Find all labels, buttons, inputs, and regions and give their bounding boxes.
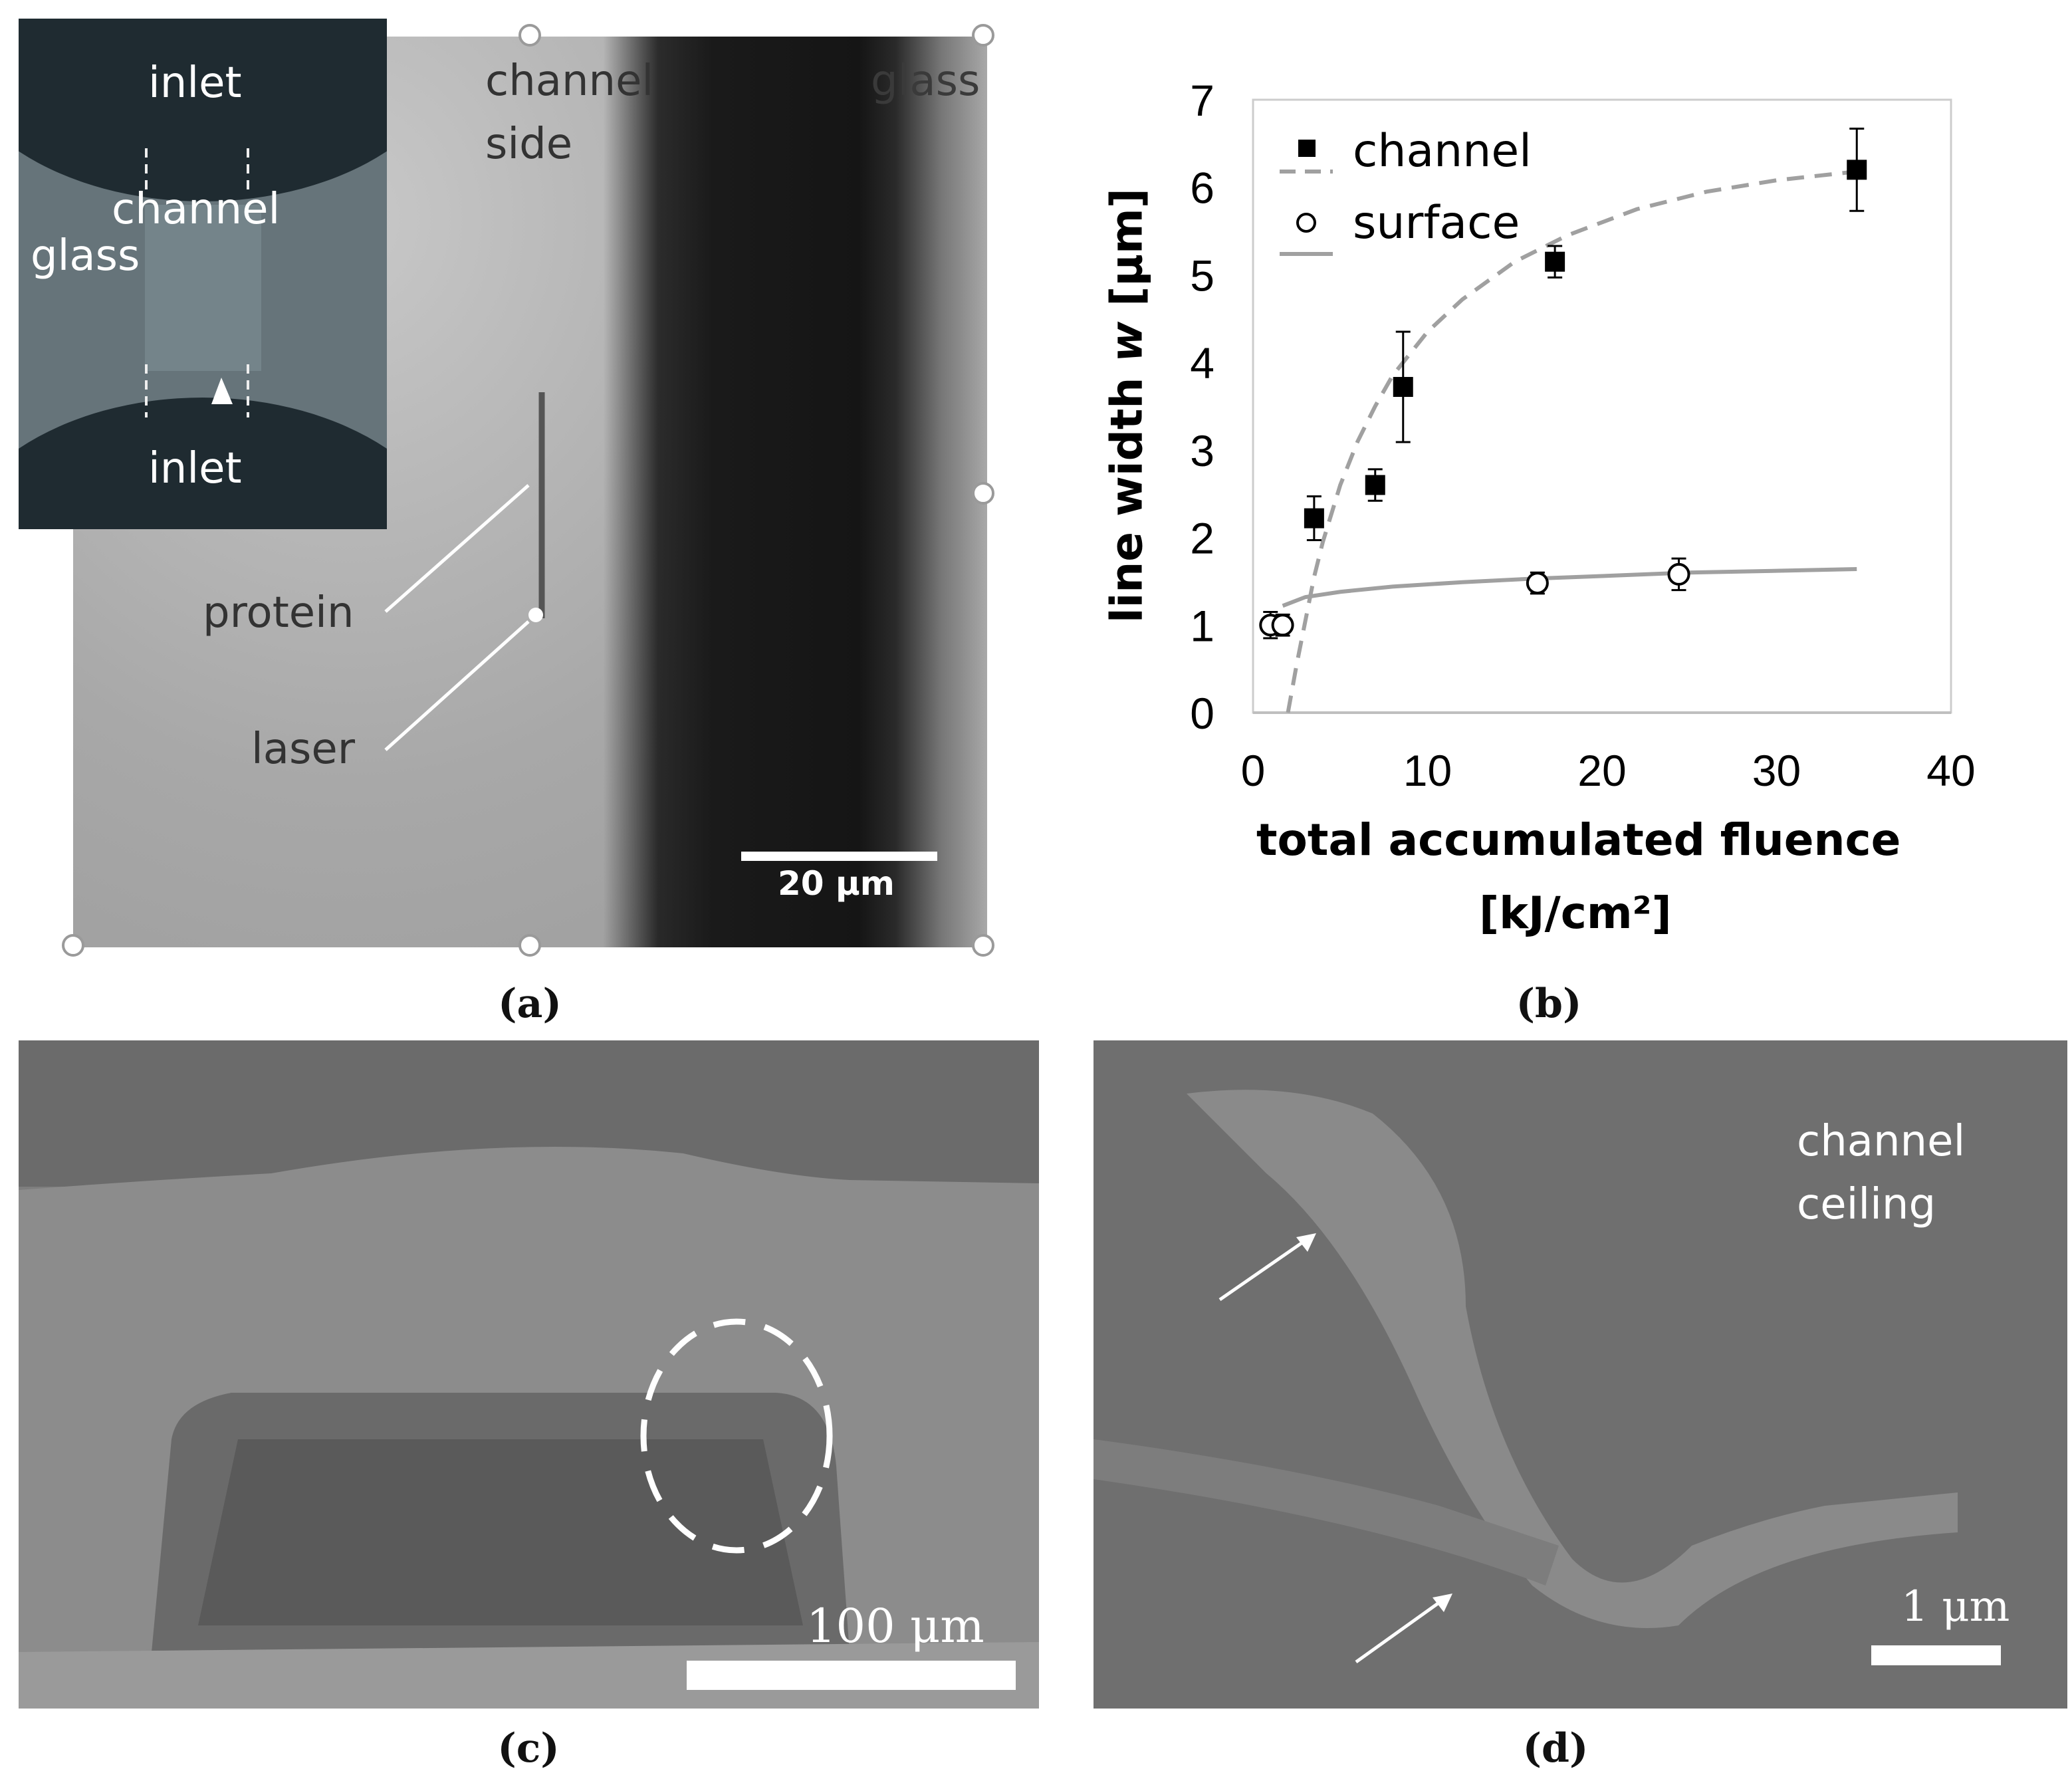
y-tick-label: 1 [1190,601,1214,650]
label-channel-ceiling-line2: ceiling [1797,1180,1936,1229]
y-tick-label: 4 [1190,338,1214,388]
label-channel-side-line1: channel [485,57,654,106]
y-tick-label: 0 [1190,689,1214,738]
x-tick-label: 30 [1752,746,1801,795]
y-tick-label: 6 [1190,164,1214,213]
selection-handle[interactable] [972,934,994,957]
caption-a: (a) [498,981,562,1027]
arrowhead-marker [211,378,233,404]
label-channel-side-line2: side [485,120,573,169]
y-axis-label: line width w [μm] [1101,188,1153,623]
label-glass: glass [871,57,980,106]
scalebar-c-label: 100 μm [806,1599,984,1653]
arrow-upper [1218,1238,1308,1302]
y-tick-label: 5 [1190,251,1214,300]
y-tick-label: 2 [1190,514,1214,563]
label-protein: protein [203,588,354,638]
y-tick-label: 7 [1190,76,1214,125]
panel-a-overlay [384,392,937,861]
inset-label-glass: glass [31,231,140,281]
fit-line-surface [1282,566,1857,608]
x-tick-label: 20 [1577,746,1626,795]
legend-marker-channel [1298,140,1316,157]
inlet-bottom-shape [19,398,387,529]
panel-c-sem-image: 100 μm [19,1040,1039,1709]
panel-d-sem-image: channel ceiling 1 μm [1094,1040,2067,1709]
y-axis-label-var: w [1101,321,1153,362]
scalebar-a-label: 20 μm [778,864,895,903]
x-tick-label: 0 [1241,746,1266,795]
inlet-top-shape [19,19,387,201]
region-of-interest-circle [640,1318,833,1554]
inset-graphic [19,19,387,529]
data-point-channel [1393,377,1413,398]
inset-label-inlet-bottom: inlet [148,444,242,493]
caption-c: (c) [497,1725,560,1772]
y-axis-label-prefix: line width [1101,362,1153,623]
panel-a-inset: inlet channel glass inlet [19,19,387,529]
selection-handle[interactable] [518,24,541,47]
legend-marker-surface [1296,213,1316,233]
selection-handle[interactable] [972,24,994,47]
label-channel-ceiling-line1: channel [1797,1117,1966,1166]
protein-pointer-line [384,484,530,613]
data-point-surface [1667,562,1690,586]
inset-label-channel: channel [112,185,281,234]
data-point-channel [1304,508,1324,529]
data-point-channel [1847,160,1867,180]
selection-handle[interactable] [972,482,994,505]
arrow-lower [1355,1598,1444,1664]
caption-d: (d) [1522,1725,1589,1772]
x-tick-label: 40 [1926,746,1975,795]
legend-label-surface: surface [1353,197,1520,249]
x-tick-label: 10 [1403,746,1452,795]
y-axis-label-suffix: [μm] [1101,188,1153,322]
sem-d-graphic [1094,1040,2067,1709]
data-point-surface [1271,614,1294,637]
data-point-channel [1365,475,1385,495]
laser-pointer-line [384,620,530,751]
data-point-surface [1526,572,1549,595]
data-point-channel [1545,251,1565,272]
panel-b-chart: 0 1 2 3 4 5 6 7 0 10 20 30 40 channel surface [1190,76,1975,795]
inset-label-inlet-top: inlet [148,59,242,108]
selection-handle[interactable] [62,934,84,957]
y-tick-label: 3 [1190,426,1214,475]
x-axis-label-line2: [kJ/cm²] [1479,888,1672,939]
sem-c-graphic [19,1040,1039,1709]
x-axis-label-line1: total accumulated fluence [1256,814,1901,866]
selection-handle[interactable] [518,934,541,957]
scalebar-d-label: 1 μm [1901,1582,2010,1631]
plot-frame [1252,98,1952,714]
fit-line-channel [1286,170,1857,713]
legend-label-channel: channel [1353,125,1532,178]
label-laser: laser [251,725,356,774]
caption-b: (b) [1516,981,1582,1027]
laser-spot [528,608,543,622]
